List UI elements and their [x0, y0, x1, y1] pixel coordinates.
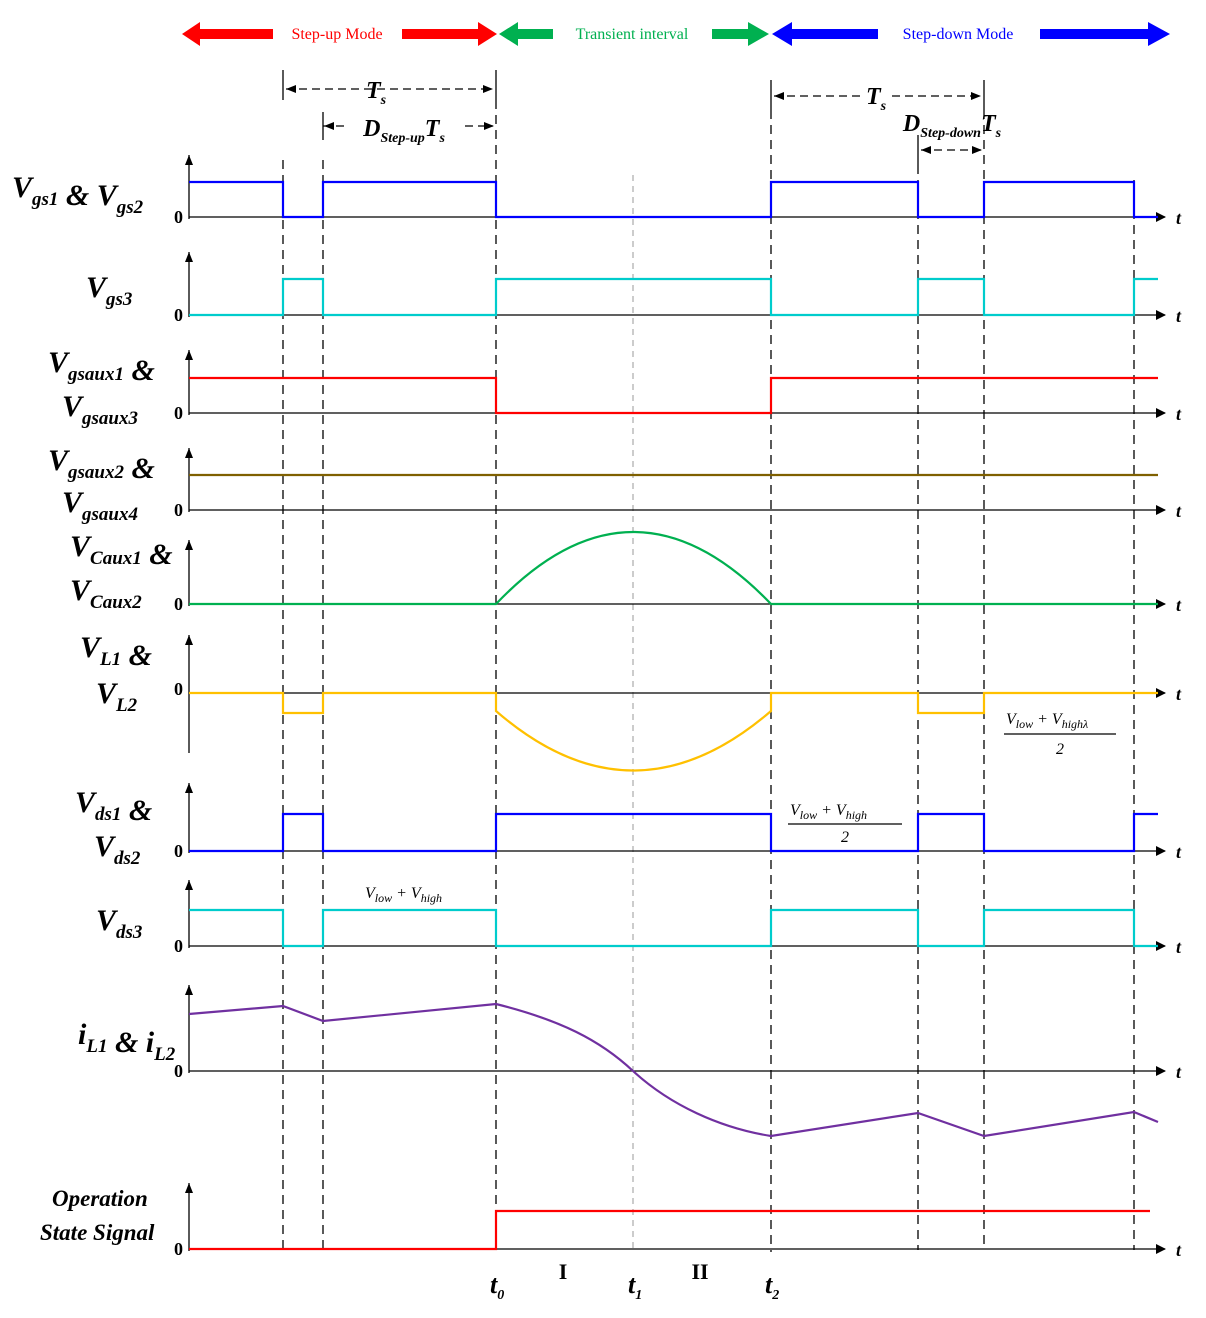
t2-label: t2 — [765, 1270, 779, 1303]
period-label-step-down: Ts — [866, 84, 887, 114]
step-down-mode-label: Step-down Mode — [903, 26, 1014, 43]
time-axis-label-10: t — [1176, 1240, 1182, 1260]
axis-row-4 — [185, 448, 1166, 515]
transient-arrow-right — [712, 22, 769, 46]
axis-row-7 — [185, 783, 1166, 856]
t0-label: t0 — [490, 1270, 504, 1303]
vgsaux1-vgsaux3-waveform — [189, 376, 1158, 415]
zero-label-1: 0 — [174, 207, 183, 227]
time-axis-label-1: t — [1176, 208, 1182, 228]
vl1-vl2-waveform — [189, 691, 1158, 772]
transient-interval-label: Transient interval — [576, 26, 689, 43]
interval-i-label: I — [559, 1259, 568, 1284]
vgs1-vgs2-waveform — [189, 180, 1158, 219]
time-axis-label-9: t — [1176, 1062, 1182, 1082]
il1-il2-waveform — [188, 1002, 1159, 1138]
signal-label-10: Operation — [52, 1186, 148, 1211]
vl-annotation: Vlow + Vhighλ 2 — [1004, 711, 1116, 758]
axis-row-8 — [185, 880, 1166, 951]
vds3-waveform — [189, 908, 1158, 948]
step-up-mode-label: Step-up Mode — [291, 26, 382, 43]
waveforms — [188, 180, 1159, 1251]
signal-label-6-line2: VL2 — [96, 677, 138, 716]
axis-row-3 — [185, 350, 1166, 418]
signal-label-10-line2: State Signal — [40, 1220, 155, 1245]
signal-label-3-line2: Vgsaux3 — [62, 390, 138, 429]
signal-label-8: Vds3 — [96, 904, 142, 943]
vds1-vds2-waveform — [189, 812, 1158, 853]
period-label-step-up: Ts — [366, 78, 387, 108]
vgs3-waveform — [189, 277, 1158, 317]
svg-text:2: 2 — [841, 829, 849, 846]
svg-text:Vlow + Vhigh: Vlow + Vhigh — [790, 802, 867, 822]
svg-text:2: 2 — [1056, 741, 1064, 758]
time-marks: t0 t1 t2 I II — [490, 1259, 779, 1303]
vds-annotation: Vlow + Vhigh 2 — [788, 802, 902, 846]
signal-label-4: Vgsaux2 & — [48, 444, 155, 485]
axis-row-10 — [185, 1183, 1166, 1254]
svg-text:Vlow + Vhighλ: Vlow + Vhighλ — [1006, 711, 1088, 731]
axes — [185, 155, 1166, 1254]
zero-label-10: 0 — [174, 1239, 183, 1259]
step-down-arrow-right — [1040, 22, 1170, 46]
zero-label-5: 0 — [174, 594, 183, 614]
step-up-arrow — [182, 22, 273, 46]
time-axis-label-3: t — [1176, 404, 1182, 424]
zero-label-6: 0 — [174, 679, 183, 699]
step-up-arrow-right — [402, 22, 497, 46]
axis-row-2 — [185, 252, 1166, 320]
signal-label-7-line2: Vds2 — [94, 830, 141, 869]
step-down-arrow-left — [772, 22, 878, 46]
signal-label-3: Vgsaux1 & — [48, 346, 155, 387]
zero-label-3: 0 — [174, 403, 183, 423]
duty-label-step-up: DStep-upTs — [362, 116, 445, 146]
vertical-guides — [282, 100, 1135, 1252]
time-axis-label-5: t — [1176, 595, 1182, 615]
transient-arrow-left — [499, 22, 553, 46]
zero-label-4: 0 — [174, 500, 183, 520]
zero-label-8: 0 — [174, 936, 183, 956]
operation-state-waveform — [189, 1209, 1150, 1251]
dimension-markers — [282, 70, 985, 165]
t1-label: t1 — [628, 1270, 642, 1303]
signal-label-2: Vgs3 — [86, 271, 132, 310]
axis-row-9 — [185, 985, 1166, 1076]
time-axis-label-2: t — [1176, 306, 1182, 326]
signal-label-5-line2: VCaux2 — [70, 574, 142, 613]
signal-label-5: VCaux1 & — [70, 530, 173, 571]
vcaux-waveform — [189, 531, 1158, 606]
axis-row-5 — [185, 540, 1166, 609]
vds3-annotation: Vlow + Vhigh — [365, 885, 442, 905]
zero-label-2: 0 — [174, 305, 183, 325]
signal-label-7: Vds1 & — [75, 786, 152, 827]
time-axis-label-7: t — [1176, 842, 1182, 862]
signal-label-1: Vgs1 & Vgs2 — [12, 171, 144, 218]
duty-label-step-down: DStep-downTs — [902, 111, 1002, 141]
signal-label-9: iL1 & iL2 — [78, 1018, 176, 1065]
time-axis-label-6: t — [1176, 684, 1182, 704]
axis-row-1 — [185, 155, 1166, 222]
zero-label-7: 0 — [174, 841, 183, 861]
signal-label-4-line2: Vgsaux4 — [62, 486, 138, 525]
time-axis-label-4: t — [1176, 501, 1182, 521]
svg-text:Vlow + Vhigh: Vlow + Vhigh — [365, 885, 442, 905]
zero-label-9: 0 — [174, 1061, 183, 1081]
time-axis-label-8: t — [1176, 937, 1182, 957]
mode-banner: Step-up Mode Transient interval Step-dow… — [182, 22, 1170, 46]
signal-label-6: VL1 & — [80, 631, 152, 672]
interval-ii-label: II — [691, 1259, 708, 1284]
